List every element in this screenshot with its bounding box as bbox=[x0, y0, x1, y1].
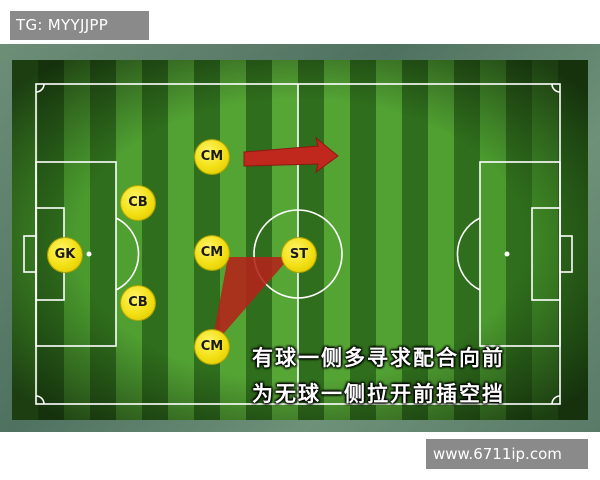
player-cm-bottom-token: CM bbox=[195, 330, 229, 364]
player-cm-mid-token: CM bbox=[195, 236, 229, 270]
corner-arc-bl bbox=[35, 395, 45, 405]
run-arrow bbox=[243, 136, 339, 174]
player-st-token: ST bbox=[282, 238, 316, 272]
player-gk-token: GK bbox=[48, 238, 82, 272]
right-penalty-arc bbox=[456, 217, 481, 291]
left-penalty-arc bbox=[115, 217, 140, 291]
site-url: www.6711ip.com bbox=[426, 439, 588, 469]
tactics-board bbox=[12, 60, 588, 420]
corner-arc-br bbox=[551, 395, 561, 405]
board-frame: GK CB CB CM CM CM ST 有球一侧多寻求配合向前 为无球一侧拉开… bbox=[0, 44, 600, 432]
corner-arc-tl bbox=[35, 83, 45, 93]
player-cm-top-token: CM bbox=[195, 140, 229, 174]
center-circle bbox=[253, 209, 343, 299]
caption-line-2: 为无球一侧拉开前插空挡 bbox=[252, 382, 505, 406]
player-cb-bottom-token: CB bbox=[121, 286, 155, 320]
passing-triangle bbox=[211, 257, 290, 348]
corner-arc-tr bbox=[551, 83, 561, 93]
caption-line-1: 有球一侧多寻求配合向前 bbox=[252, 346, 505, 370]
left-goal bbox=[23, 235, 37, 273]
right-goal bbox=[559, 235, 573, 273]
right-penalty-spot bbox=[504, 251, 510, 257]
left-penalty-spot bbox=[86, 251, 92, 257]
watermark-tag: TG: MYYJJPP bbox=[10, 11, 149, 40]
player-cb-top-token: CB bbox=[121, 186, 155, 220]
